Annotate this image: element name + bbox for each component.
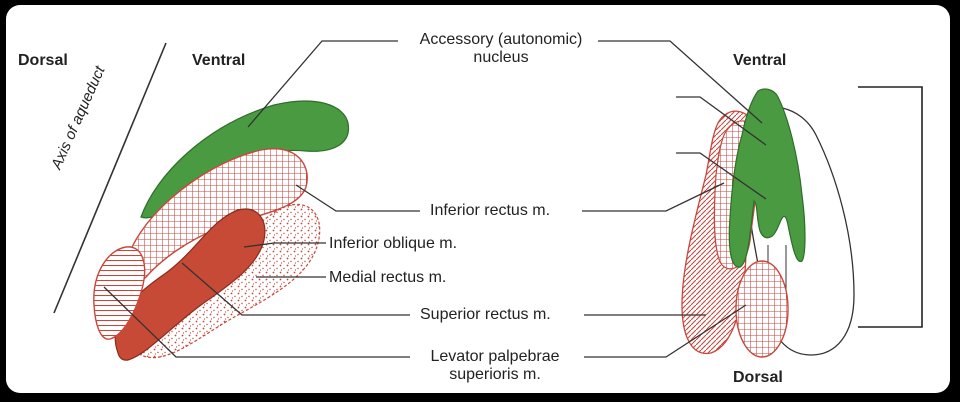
- levator-palpebrae-label: Levator palpebrae superioris m.: [402, 348, 588, 384]
- inferior-rectus-left: [125, 148, 308, 284]
- accessory-nucleus-label: Accessory (autonomic) nucleus: [401, 31, 601, 67]
- inferior-oblique-left: [114, 208, 266, 361]
- levator-palpebrae-label-line1: Levator palpebrae: [430, 348, 560, 365]
- accessory-nucleus-label-line2: nucleus: [473, 49, 529, 66]
- axis-of-aqueduct-line: [53, 42, 167, 314]
- accessory-nucleus-right: [728, 88, 806, 268]
- accessory-nucleus-label-line1: Accessory (autonomic): [419, 31, 583, 48]
- levator-palpebrae-label-line2: superioris m.: [449, 366, 541, 383]
- left-ventral-label: Ventral: [192, 52, 246, 69]
- inferior-oblique-label: Inferior oblique m.: [329, 235, 458, 252]
- leader-lines: [103, 40, 767, 358]
- levator-palpebrae-left: [93, 246, 146, 340]
- superior-rectus-label: Superior rectus m.: [420, 306, 551, 323]
- left-dorsal-label: Dorsal: [18, 52, 68, 69]
- inferior-rectus-label: Inferior rectus m.: [430, 202, 551, 219]
- medial-rectus-right: [735, 260, 789, 358]
- medial-rectus-label: Medial rectus m.: [329, 269, 447, 286]
- right-dorsal-label: Dorsal: [733, 369, 783, 386]
- oculomotor-nucleus-diagram: [53, 40, 923, 361]
- right-bracket: [858, 86, 923, 328]
- right-ventral-label: Ventral: [733, 52, 787, 69]
- diagram-frame: Dorsal Ventral Ventral Dorsal Axis of aq…: [6, 5, 950, 393]
